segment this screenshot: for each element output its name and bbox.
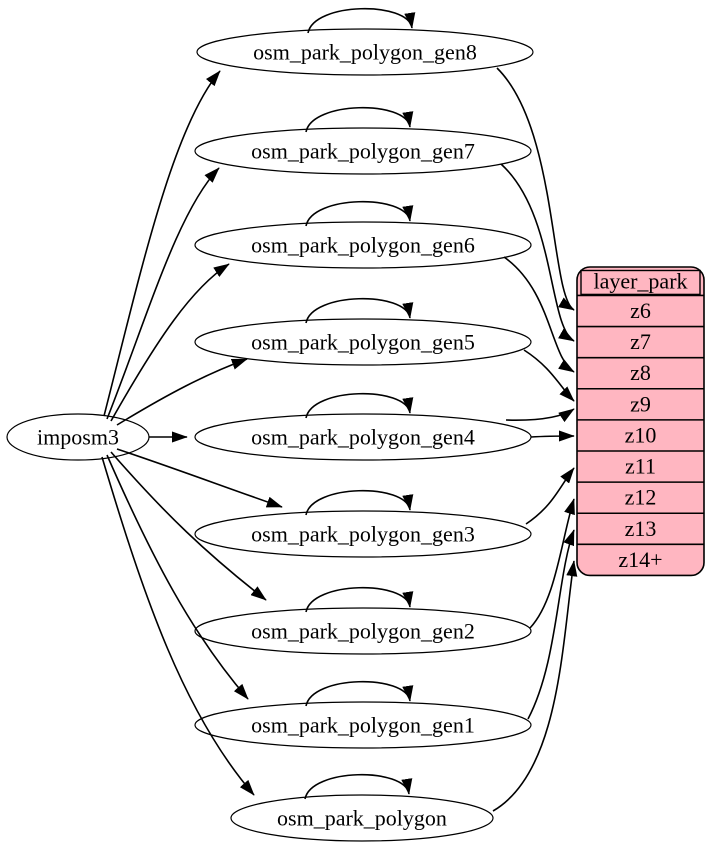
osm-park-polygon-gen2-node-label: osm_park_polygon_gen2 — [251, 619, 475, 644]
edge-osm-park-polygon-gen7-to-z7 — [500, 163, 575, 342]
edge-osm-park-polygon-gen4-to-z10 — [530, 430, 575, 442]
layer-row-label-z13: z13 — [625, 516, 657, 541]
self-loop-osm-park-polygon-gen7 — [305, 106, 414, 133]
edge-osm-park-polygon-gen4-to-z9 — [505, 408, 575, 423]
self-loop-osm-park-polygon — [304, 773, 413, 800]
imposm3-node-label: imposm3 — [37, 425, 119, 450]
edge-osm-park-polygon-gen8-to-z6 — [496, 67, 575, 311]
self-loop-osm-park-polygon-gen5 — [305, 297, 414, 324]
self-loop-osm-park-polygon-gen3 — [305, 489, 414, 516]
layer-park-header-cell — [580, 269, 701, 296]
osm-park-polygon-gen8-node-label: osm_park_polygon_gen8 — [253, 40, 477, 65]
edge-osm-park-polygon-gen2-to-z12 — [529, 498, 575, 629]
osm-park-polygon-gen7-node-label: osm_park_polygon_gen7 — [251, 139, 475, 164]
edge-osm-park-polygon-gen5-to-z9 — [523, 349, 575, 402]
edge-osm-park-polygon-gen3-to-z11 — [525, 467, 575, 525]
edge-imposm3-to-osm-park-polygon-gen3 — [116, 448, 283, 508]
labels-layer: imposm3 osm_park_polygon_gen8 osm_park_pol… — [37, 40, 687, 831]
osm-park-polygon-gen1-node-shape — [194, 701, 532, 749]
self-loop-osm-park-polygon-gen1 — [305, 680, 414, 707]
layer-row-label-z11: z11 — [625, 454, 656, 479]
layer-row-label-z9: z9 — [630, 391, 651, 416]
edges-layer — [101, 7, 578, 812]
edge-imposm3-to-osm-park-polygon-gen7 — [106, 167, 220, 420]
layer-row-label-z7: z7 — [630, 329, 651, 354]
osm-park-polygon-gen6-node-shape — [194, 221, 532, 269]
edge-osm-park-polygon-gen1-to-z13 — [527, 529, 575, 720]
layer-row-label-z12: z12 — [625, 485, 657, 510]
edge-osm-park-polygon-gen6-to-z8 — [503, 256, 575, 373]
self-loop-osm-park-polygon-gen8 — [307, 7, 416, 34]
layer-row-label-z6: z6 — [630, 298, 651, 323]
edge-imposm3-to-osm-park-polygon — [101, 456, 255, 796]
osm-park-polygon-gen3-node-shape — [194, 510, 532, 558]
layer-park-title: layer_park — [593, 269, 687, 294]
self-loop-osm-park-polygon-gen2 — [305, 586, 414, 613]
osm-park-polygon-gen6-node-label: osm_park_polygon_gen6 — [251, 233, 475, 258]
osm-park-polygon-node-label: osm_park_polygon — [277, 806, 447, 831]
osm-park-polygon-node-shape — [230, 794, 494, 842]
edge-imposm3-to-osm-park-polygon-gen8 — [103, 70, 221, 417]
self-loop-osm-park-polygon-gen6 — [305, 200, 414, 227]
osm-park-polygon-gen5-node-shape — [194, 318, 532, 366]
self-loop-osm-park-polygon-gen4 — [305, 392, 414, 419]
osm-park-polygon-gen2-node-shape — [194, 607, 532, 655]
layer-row-label-z8: z8 — [630, 360, 651, 385]
edge-osm-park-polygon-to-z14plus — [492, 560, 578, 812]
layer-park-table — [576, 266, 705, 577]
osm-park-polygon-gen1-node-label: osm_park_polygon_gen1 — [251, 713, 475, 738]
osm-park-polygon-gen4-node-label: osm_park_polygon_gen4 — [251, 425, 475, 450]
osm-park-polygon-gen8-node-shape — [196, 28, 534, 76]
osm-park-polygon-gen3-node-label: osm_park_polygon_gen3 — [251, 522, 475, 547]
osm-park-polygon-gen7-node-shape — [194, 127, 532, 175]
edge-imposm3-to-osm-park-polygon-gen1 — [106, 454, 249, 700]
osm-park-polygon-gen5-node-label: osm_park_polygon_gen5 — [251, 330, 475, 355]
node-shapes-layer — [6, 28, 705, 842]
edge-imposm3-to-osm-park-polygon-gen5 — [116, 358, 248, 426]
edge-imposm3-to-osm-park-polygon-gen6 — [110, 263, 230, 422]
edge-imposm3-to-osm-park-polygon-gen2 — [110, 451, 267, 601]
layer-row-label-z10: z10 — [625, 422, 657, 447]
layer-row-label-z14plus: z14+ — [618, 547, 662, 572]
